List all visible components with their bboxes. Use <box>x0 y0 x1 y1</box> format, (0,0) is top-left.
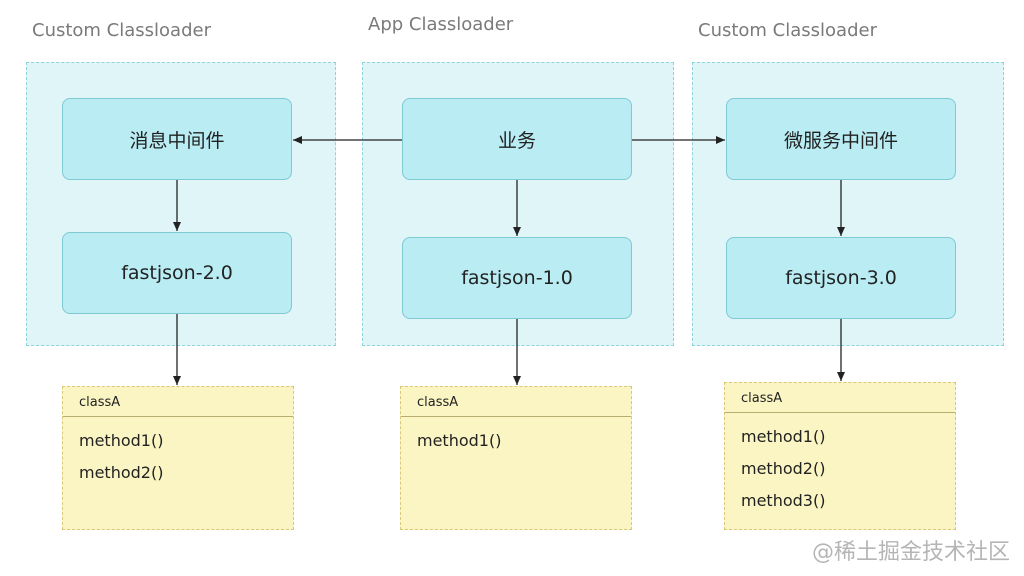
watermark: @稀土掘金技术社区 <box>811 540 1010 565</box>
method-item: method3() <box>741 491 826 510</box>
title-left-classloader: Custom Classloader <box>32 20 211 41</box>
node-label: 业务 <box>497 129 536 152</box>
class-box-left: classA method1() method2() <box>62 386 294 530</box>
node-label: 微服务中间件 <box>783 129 898 152</box>
class-box-right: classA method1() method2() method3() <box>724 382 956 530</box>
node-fastjson-1: fastjson-1.0 <box>402 237 632 319</box>
node-message-middleware: 消息中间件 <box>62 98 292 180</box>
method-item: method1() <box>417 431 502 450</box>
class-name: classA <box>63 387 293 417</box>
node-label: fastjson-2.0 <box>121 262 233 284</box>
node-business: 业务 <box>402 98 632 180</box>
method-item: method2() <box>741 459 826 478</box>
method-item: method2() <box>79 463 164 482</box>
title-middle-classloader: App Classloader <box>368 14 514 35</box>
method-item: method1() <box>79 431 164 450</box>
class-box-middle: classA method1() <box>400 386 632 530</box>
node-fastjson-2: fastjson-2.0 <box>62 232 292 314</box>
title-right-classloader: Custom Classloader <box>698 20 877 41</box>
node-label: fastjson-3.0 <box>785 267 897 289</box>
class-name: classA <box>401 387 631 417</box>
class-name: classA <box>725 383 955 413</box>
node-fastjson-3: fastjson-3.0 <box>726 237 956 319</box>
node-label: 消息中间件 <box>129 129 225 152</box>
method-item: method1() <box>741 427 826 446</box>
node-microservice-middleware: 微服务中间件 <box>726 98 956 180</box>
node-label: fastjson-1.0 <box>461 267 573 289</box>
